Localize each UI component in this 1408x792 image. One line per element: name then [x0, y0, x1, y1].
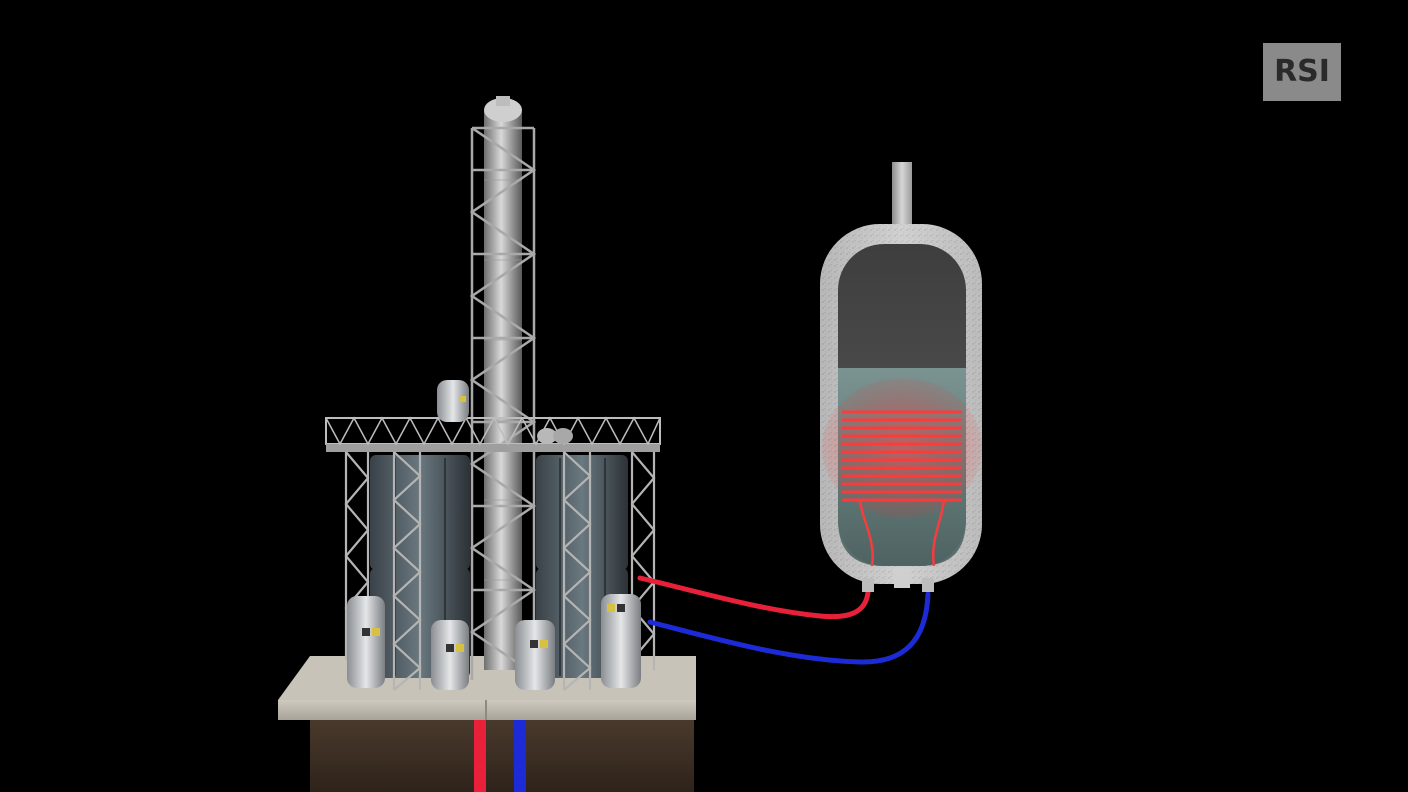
hot-pipe: [637, 575, 871, 620]
small-top-tank: [437, 380, 469, 422]
small-cylinders: [347, 594, 641, 690]
rsi-logo-text: RSI: [1274, 54, 1330, 89]
connecting-pipes: [637, 575, 931, 665]
pressure-cylinder: [431, 620, 469, 690]
vessel-top-pipe: [892, 162, 912, 232]
soil-block: [310, 718, 694, 792]
platform-deck: [325, 416, 661, 452]
storage-tank: [536, 455, 628, 570]
heating-coil: [842, 410, 962, 567]
rsi-logo: RSI: [1263, 43, 1341, 101]
heat-storage-vessel: [820, 162, 982, 592]
cold-pipe-underground: [514, 720, 526, 792]
cold-pipe: [647, 591, 931, 665]
side-lattice: [562, 451, 592, 691]
reactor-column: [484, 110, 522, 670]
pressure-cylinder: [515, 620, 555, 690]
column-lattice: [469, 126, 537, 680]
pressure-cylinder: [347, 596, 385, 688]
pressure-cylinder: [601, 594, 641, 688]
side-lattice: [392, 451, 422, 691]
foundation: [278, 656, 696, 792]
plant-structure: [325, 96, 661, 691]
hot-pipe-underground: [474, 720, 486, 792]
